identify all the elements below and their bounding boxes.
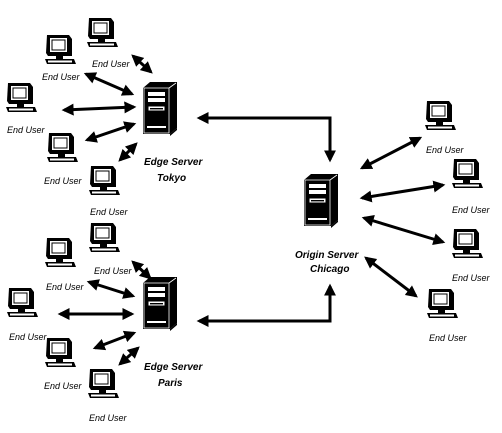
computer-icon [87, 368, 120, 399]
end-user-label: End User [94, 266, 133, 276]
end-user-label: End User [90, 207, 129, 217]
computer-icon [44, 237, 77, 268]
edge-server-paris-icon [142, 276, 178, 332]
end-user-label: End User [46, 282, 85, 292]
computer-icon [46, 132, 79, 163]
computer-icon [44, 34, 77, 65]
edge-server-tokyo-label: Edge Server [144, 157, 203, 168]
end-user-label: End User [452, 205, 491, 215]
connection-arrow [61, 101, 137, 116]
cluster-paris: Edge Server Paris End User End User End … [6, 222, 203, 423]
end-user-label: End User [7, 125, 46, 135]
edge-server-tokyo-icon [142, 81, 178, 137]
origin-server-icon [303, 173, 339, 229]
cluster-origin: Origin Server Chicago End User End User … [196, 100, 491, 343]
end-user-label: End User [426, 145, 465, 155]
computer-icon [86, 17, 119, 48]
end-user-label: End User [89, 413, 128, 423]
edge-paris-origin-link [196, 283, 336, 327]
connection-arrow [131, 54, 153, 74]
computer-icon [44, 337, 77, 368]
edge-tokyo-origin-link [196, 112, 336, 163]
computer-icon [88, 165, 121, 196]
end-user-label: End User [9, 332, 48, 342]
computer-icon [424, 100, 457, 131]
origin-server-city: Chicago [310, 264, 349, 275]
computer-icon [451, 158, 484, 189]
computer-icon [426, 288, 459, 319]
end-user-label: End User [92, 59, 131, 69]
edge-server-paris-city: Paris [158, 378, 183, 389]
connection-arrow [131, 260, 152, 280]
connection-arrow [84, 121, 137, 143]
end-user-label: End User [429, 333, 468, 343]
edge-server-paris-label: Edge Server [144, 362, 203, 373]
connection-arrow [118, 346, 140, 366]
end-user-label: End User [42, 72, 81, 82]
computer-icon [6, 287, 39, 318]
computer-icon [451, 228, 484, 259]
connection-arrow [364, 256, 418, 298]
computer-icon [88, 222, 121, 253]
end-user-label: End User [44, 176, 83, 186]
connection-arrow [118, 142, 138, 162]
connection-arrow [86, 279, 136, 299]
cluster-tokyo: Edge Server Tokyo End User End User End … [5, 17, 203, 217]
computer-icon [5, 82, 38, 113]
connection-arrow [83, 72, 135, 96]
connection-arrow [359, 180, 446, 203]
end-user-label: End User [452, 273, 491, 283]
edge-server-tokyo-city: Tokyo [157, 173, 186, 184]
connection-arrow [359, 136, 423, 170]
connection-arrow [361, 215, 446, 245]
end-user-label: End User [44, 381, 83, 391]
connection-arrow [92, 330, 137, 351]
origin-server-label: Origin Server [295, 250, 359, 261]
